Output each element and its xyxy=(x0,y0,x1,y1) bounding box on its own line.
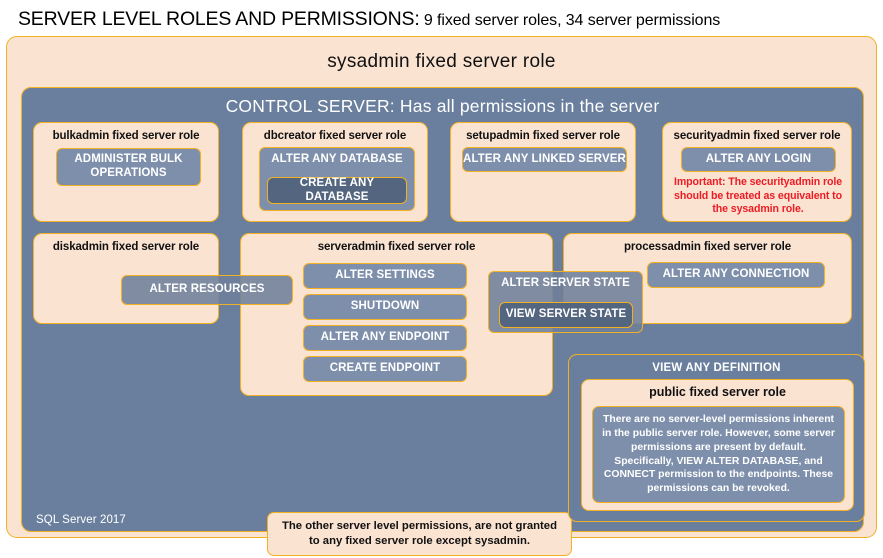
page-title-main: SERVER LEVEL ROLES AND PERMISSIONS: xyxy=(18,8,420,30)
view-any-definition-container: VIEW ANY DEFINITION public fixed server … xyxy=(568,354,865,522)
role-title-serveradmin: serveradmin fixed server role xyxy=(317,241,476,253)
role-title-bulkadmin: bulkadmin fixed server role xyxy=(52,130,200,142)
sysadmin-role-label: sysadmin fixed server role xyxy=(327,51,556,72)
permission-alter-any-linked-server[interactable]: ALTER ANY LINKED SERVER xyxy=(462,147,627,172)
permission-alter-any-login[interactable]: ALTER ANY LOGIN xyxy=(681,147,836,172)
public-role-description: There are no server-level permissions in… xyxy=(592,406,845,503)
role-card-setupadmin: setupadmin fixed server role ALTER ANY L… xyxy=(450,122,636,222)
permission-shutdown[interactable]: SHUTDOWN xyxy=(303,294,467,320)
permission-alter-any-connection[interactable]: ALTER ANY CONNECTION xyxy=(647,262,825,288)
permission-alter-any-endpoint[interactable]: ALTER ANY ENDPOINT xyxy=(303,325,467,351)
role-title-processadmin: processadmin fixed server role xyxy=(623,241,792,253)
role-card-public: public fixed server role There are no se… xyxy=(581,379,854,511)
permission-alter-resources[interactable]: ALTER RESOURCES xyxy=(121,275,293,305)
role-title-diskadmin: diskadmin fixed server role xyxy=(52,241,200,253)
permission-administer-bulk-operations[interactable]: ADMINISTER BULK OPERATIONS xyxy=(56,148,201,186)
role-card-bulkadmin: bulkadmin fixed server role ADMINISTER B… xyxy=(33,122,219,222)
permission-view-any-definition[interactable]: VIEW ANY DEFINITION xyxy=(652,362,781,374)
footer-version-label: SQL Server 2017 xyxy=(36,514,126,526)
page-title-subtitle: 9 fixed server roles, 34 server permissi… xyxy=(419,12,721,29)
permission-alter-settings[interactable]: ALTER SETTINGS xyxy=(303,263,467,289)
permission-create-endpoint[interactable]: CREATE ENDPOINT xyxy=(303,356,467,382)
securityadmin-warning-note: Important: The securityadmin role should… xyxy=(674,176,842,216)
other-permissions-note: The other server level permissions, are … xyxy=(267,512,572,556)
control-server-container: CONTROL SERVER: Has all permissions in t… xyxy=(21,87,865,556)
role-card-serveradmin: serveradmin fixed server role ALTER SETT… xyxy=(240,233,553,396)
role-title-dbcreator: dbcreator fixed server role xyxy=(263,130,407,142)
role-card-dbcreator: dbcreator fixed server role ALTER ANY DA… xyxy=(242,122,428,222)
permission-view-server-state[interactable]: VIEW SERVER STATE xyxy=(499,302,633,328)
role-card-securityadmin: securityadmin fixed server role ALTER AN… xyxy=(662,122,852,222)
permission-create-any-database[interactable]: CREATE ANY DATABASE xyxy=(267,177,407,204)
control-server-label: CONTROL SERVER: Has all permissions in t… xyxy=(225,96,660,116)
sysadmin-role-container: sysadmin fixed server role CONTROL SERVE… xyxy=(6,36,877,556)
page-title: SERVER LEVEL ROLES AND PERMISSIONS: 9 fi… xyxy=(18,8,868,34)
role-title-public: public fixed server role xyxy=(649,385,786,399)
role-title-setupadmin: setupadmin fixed server role xyxy=(466,130,620,142)
role-title-securityadmin: securityadmin fixed server role xyxy=(673,130,841,142)
